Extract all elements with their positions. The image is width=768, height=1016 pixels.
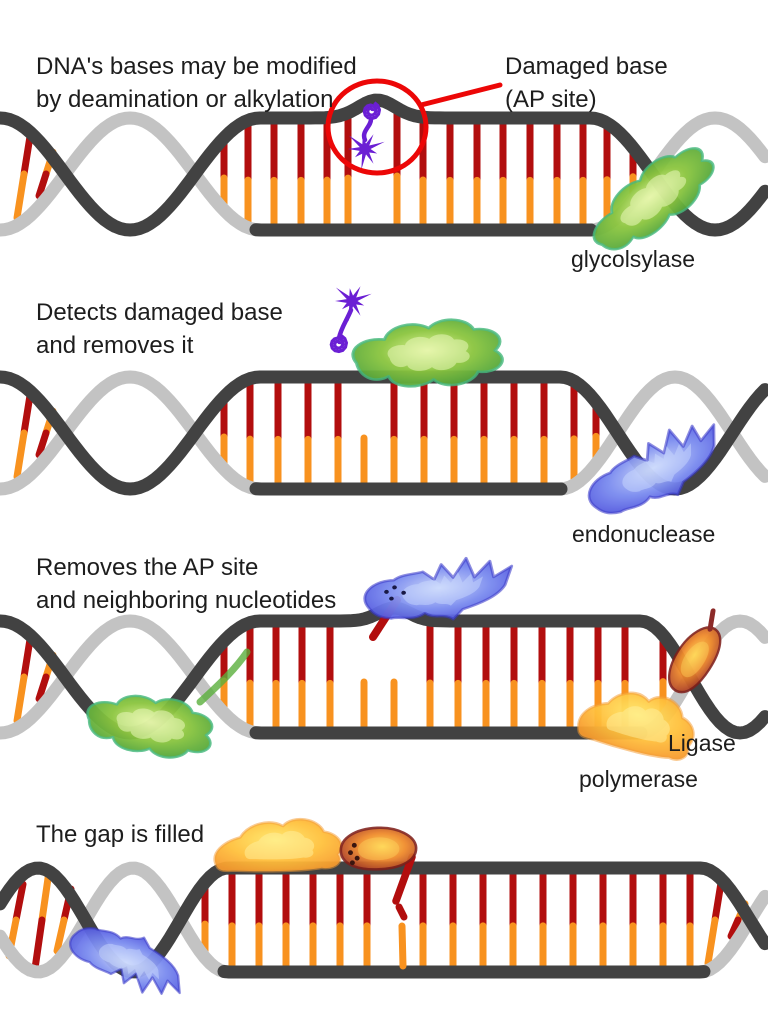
panel1-caption: DNA's bases may be modified by deaminati… [36, 53, 357, 113]
damaged-base-callout: Damaged base (AP site) [505, 53, 668, 113]
glycosylase-label: glycolsylase [571, 246, 695, 272]
endonuclease-label: endonuclease [572, 521, 716, 547]
panel4-caption: The gap is filled [36, 821, 205, 848]
panel3-caption: Removes the AP site and neighboring nucl… [36, 554, 337, 614]
ligase-label: Ligase [668, 730, 736, 756]
polymerase-label: polymerase [579, 766, 698, 792]
panel2-caption: Detects damaged base and removes it [36, 299, 283, 359]
